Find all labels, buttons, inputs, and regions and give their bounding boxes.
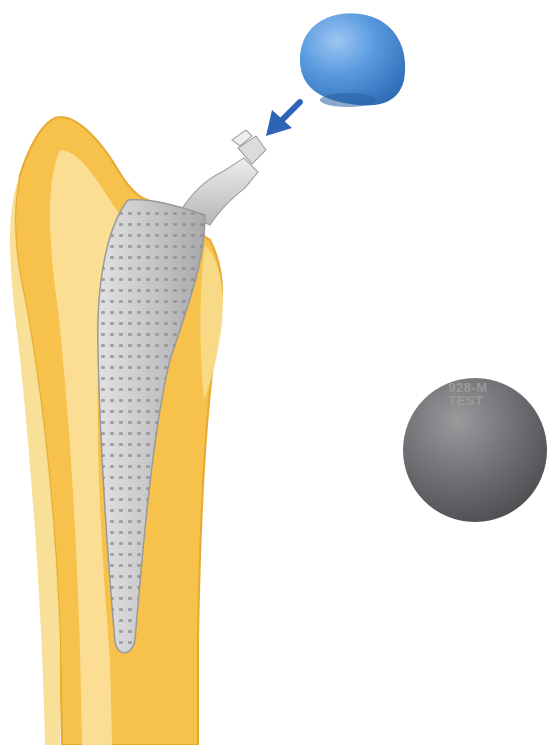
femoral-head: [300, 13, 405, 107]
trial-ball-label-line2: TEST: [448, 393, 483, 408]
insertion-arrow-icon: [266, 102, 300, 136]
stem-taper: [232, 130, 266, 164]
trial-ball: 928-M TEST: [403, 378, 547, 522]
